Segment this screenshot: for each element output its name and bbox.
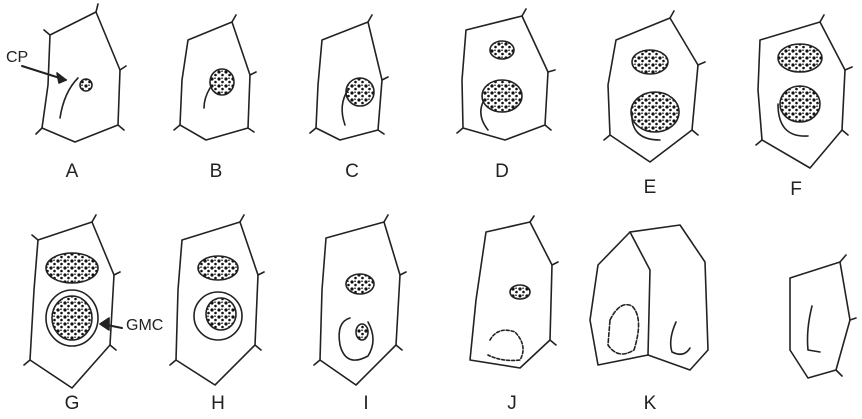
cell-b	[174, 15, 256, 140]
cell-d	[457, 9, 555, 140]
cp-label: CP	[6, 50, 28, 66]
panel-label-f: F	[790, 180, 802, 199]
panel-label-h: H	[211, 394, 225, 413]
cell-k	[590, 225, 708, 370]
cell-i	[314, 215, 406, 385]
panel-label-i: I	[363, 394, 368, 413]
cell-c	[310, 15, 388, 140]
cell-a	[22, 4, 126, 142]
panel-label-j: J	[507, 394, 517, 413]
cell-e	[604, 11, 705, 162]
panel-label-b: B	[210, 162, 223, 181]
panel-label-g: G	[65, 394, 80, 413]
panel-label-k: K	[644, 394, 657, 413]
cell-f	[756, 15, 852, 168]
cell-j	[470, 216, 558, 368]
panel-label-e: E	[644, 178, 657, 197]
panel-label-c: C	[345, 162, 359, 181]
panel-label-d: D	[495, 162, 509, 181]
panel-label-a: A	[66, 162, 79, 181]
cell-g	[24, 215, 122, 388]
cell-h	[170, 215, 264, 385]
gmc-label: GMC	[126, 318, 163, 334]
cell-final	[790, 255, 856, 378]
